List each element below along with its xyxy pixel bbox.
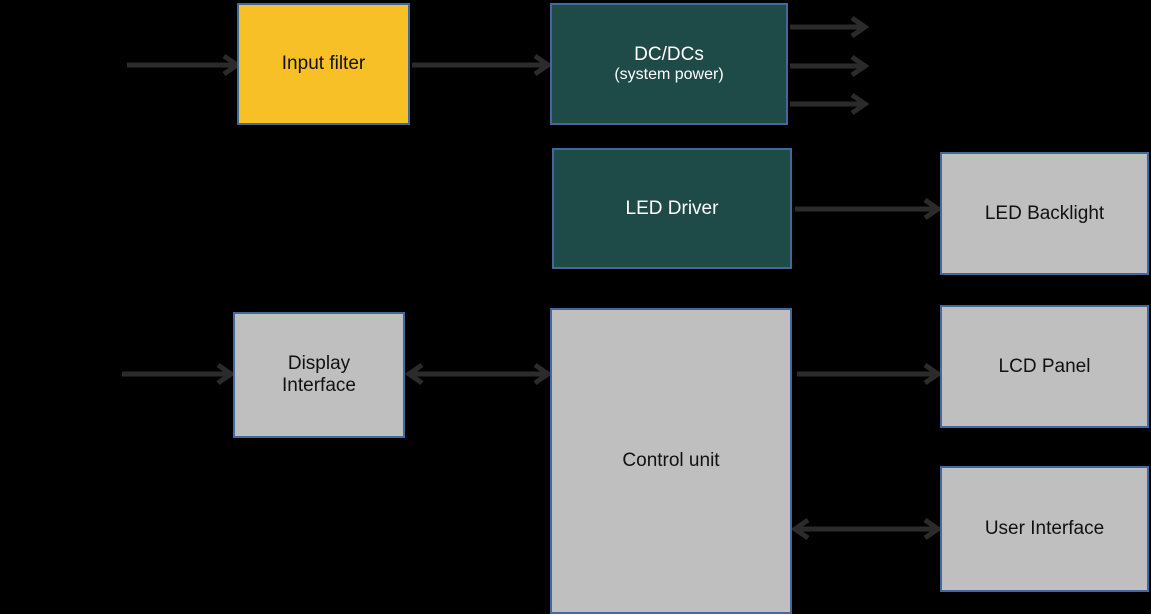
block-label-dc-dcs: DC/DCs bbox=[634, 43, 704, 65]
arrow-icon bbox=[790, 15, 870, 39]
block-input-filter[interactable]: Input filter bbox=[237, 3, 410, 125]
connector-dc-dcs-rail-1 bbox=[776, 13, 879, 41]
block-label-user-interface: User Interface bbox=[984, 518, 1105, 540]
arrow-icon bbox=[127, 53, 242, 77]
block-lcd-panel[interactable]: LCD Panel bbox=[940, 305, 1149, 428]
connector-input-filter-to-dc-dcs bbox=[398, 51, 562, 79]
arrow-icon bbox=[122, 362, 236, 386]
arrow-icon bbox=[404, 362, 553, 386]
arrow-icon bbox=[797, 362, 943, 386]
block-label-lcd-panel: LCD Panel bbox=[998, 355, 1091, 377]
block-label-control-unit: Control unit bbox=[622, 450, 720, 472]
block-label-input-filter: Input filter bbox=[281, 53, 366, 75]
connector-dc-dcs-rail-3 bbox=[776, 90, 879, 118]
block-label-display-interface: Display Interface bbox=[282, 353, 356, 396]
connector-power-in-to-input-filter bbox=[113, 51, 251, 79]
connector-dc-dcs-rail-2 bbox=[776, 52, 879, 80]
arrow-icon bbox=[790, 517, 943, 541]
block-sublabel-dc-dcs: (system power) bbox=[614, 65, 724, 83]
block-led-driver[interactable]: LED Driver bbox=[552, 148, 792, 269]
arrow-icon bbox=[795, 197, 943, 221]
connector-led-driver-to-led-backlight bbox=[781, 195, 952, 223]
block-dc-dcs[interactable]: DC/DCs(system power) bbox=[550, 3, 788, 125]
block-led-backlight[interactable]: LED Backlight bbox=[940, 152, 1149, 275]
arrow-icon bbox=[412, 53, 553, 77]
connector-video-in-to-display-interface bbox=[108, 360, 245, 388]
connector-control-to-user-interface bbox=[781, 515, 952, 543]
connector-display-interface-to-control bbox=[395, 360, 562, 388]
block-user-interface[interactable]: User Interface bbox=[940, 466, 1149, 592]
block-label-led-driver: LED Driver bbox=[625, 197, 719, 219]
connector-control-to-lcd-panel bbox=[783, 360, 952, 388]
block-label-led-backlight: LED Backlight bbox=[984, 202, 1105, 224]
arrow-icon bbox=[790, 92, 870, 116]
block-control-unit[interactable]: Control unit bbox=[550, 308, 792, 614]
arrow-icon bbox=[790, 54, 870, 78]
block-display-interface[interactable]: Display Interface bbox=[233, 312, 405, 438]
